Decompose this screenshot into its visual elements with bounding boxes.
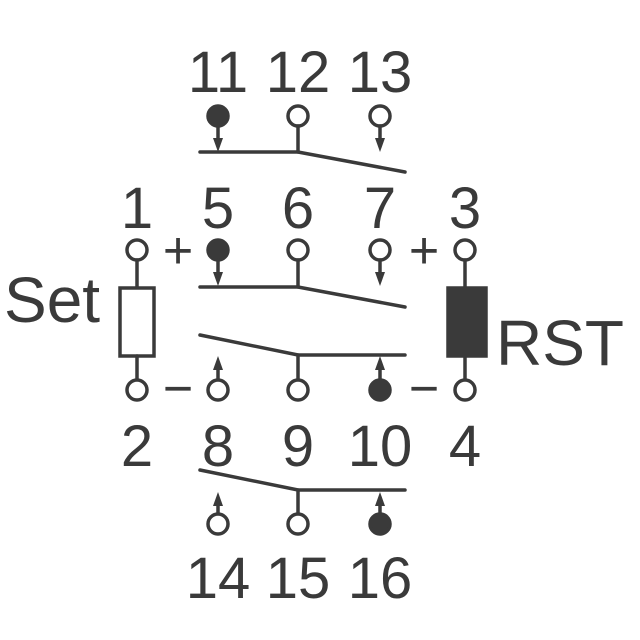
pin-6 [286, 238, 310, 262]
pin-9 [286, 378, 310, 402]
reset-coil [446, 286, 488, 358]
arrow-up-16 [375, 492, 385, 506]
pin-3 [453, 238, 477, 262]
arrow-down-13 [375, 138, 385, 152]
pin-label-11: 11 [188, 40, 248, 105]
plus-sign-reset: + [409, 222, 439, 280]
set-coil-label: Set [4, 264, 100, 336]
plus-sign-set: + [163, 222, 193, 280]
pin-13 [368, 104, 392, 128]
pin-label-5: 5 [202, 176, 234, 241]
pin-label-9: 9 [282, 414, 314, 479]
pin-1 [125, 238, 149, 262]
pin-5 [206, 238, 230, 262]
arrow-down-5 [213, 272, 223, 286]
set-coil [118, 286, 156, 358]
pin-label-8: 8 [202, 414, 234, 479]
reset-coil-label: RST [496, 307, 624, 379]
pin-7 [368, 238, 392, 262]
pin-label-13: 13 [348, 40, 413, 105]
pin-label-12: 12 [266, 40, 331, 105]
pin-10 [368, 378, 392, 402]
switch-arm-top [198, 150, 407, 174]
pin-label-2: 2 [121, 414, 153, 479]
arrow-up-10 [375, 356, 385, 370]
pin-15 [286, 512, 310, 536]
pin-label-16: 16 [348, 546, 413, 611]
arrow-up-8 [213, 356, 223, 370]
arrow-up-14 [213, 492, 223, 506]
pin-label-4: 4 [449, 414, 481, 479]
pin-11 [206, 104, 230, 128]
pin-2 [125, 378, 149, 402]
pin-14 [206, 512, 230, 536]
pin-12 [286, 104, 310, 128]
switch-arm-upper [198, 285, 407, 309]
pin-label-7: 7 [364, 176, 396, 241]
pin-label-3: 3 [449, 176, 481, 241]
pin-8 [206, 378, 230, 402]
switch-arm-lower [198, 333, 407, 357]
pin-label-1: 1 [121, 176, 153, 241]
pin-label-10: 10 [348, 414, 413, 479]
arrow-down-7 [375, 272, 385, 286]
pin-label-6: 6 [282, 176, 314, 241]
pin-label-14: 14 [186, 546, 251, 611]
pin-label-15: 15 [266, 546, 331, 611]
pin-16 [368, 512, 392, 536]
minus-sign-set: − [163, 360, 193, 418]
pin-4 [453, 378, 477, 402]
minus-sign-reset: − [409, 360, 439, 418]
arrow-down-11 [213, 138, 223, 152]
